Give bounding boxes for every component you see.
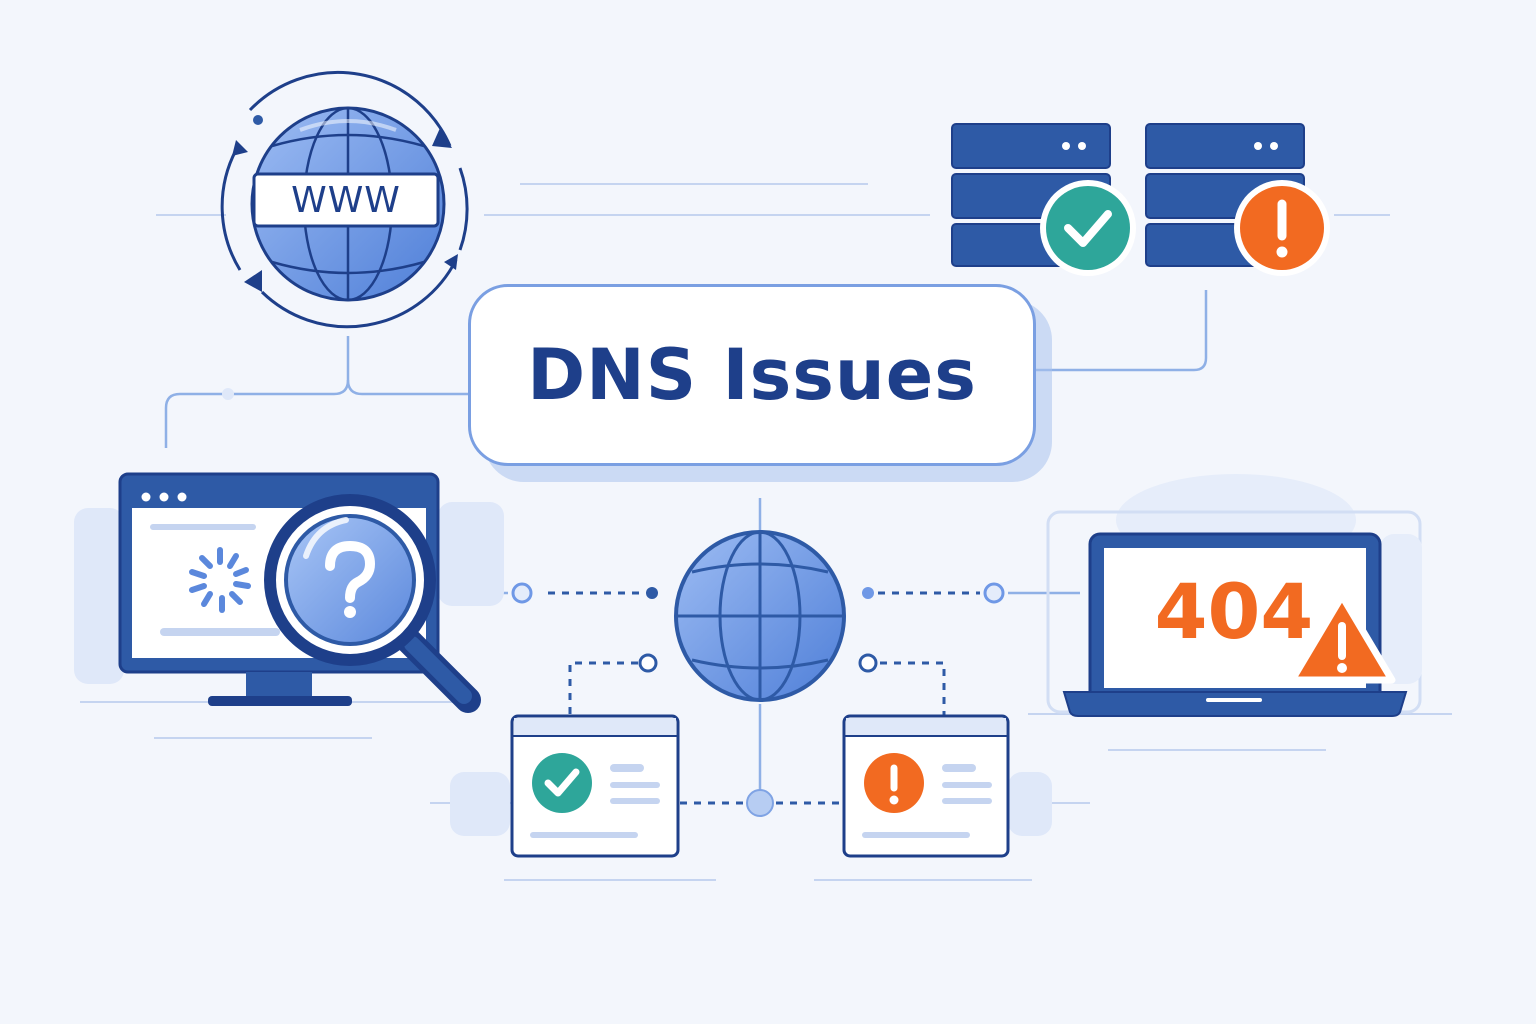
refresh-arrow-head — [232, 140, 248, 156]
window-ok-icon — [450, 714, 680, 858]
page-title: DNS Issues — [527, 334, 977, 416]
refresh-arrow-head — [444, 254, 458, 270]
window-warning-icon — [842, 714, 1052, 858]
dotted-connectors — [548, 591, 980, 805]
warning-triangle-icon — [1288, 592, 1396, 684]
connector-nodes — [222, 115, 1005, 817]
www-label: WWW — [291, 180, 401, 221]
magnifier-question-icon — [264, 494, 481, 713]
loading-spinner-icon — [189, 547, 251, 613]
error-code-text: 404 — [1155, 567, 1314, 656]
check-badge-icon — [1046, 186, 1130, 270]
network-globe-icon — [674, 530, 846, 702]
globe-www-icon: WWW — [220, 70, 469, 329]
title-card: DNS Issues — [468, 284, 1036, 466]
refresh-arrow-head — [432, 128, 452, 148]
refresh-arrow-head — [244, 270, 262, 292]
server-warning-icon — [1145, 123, 1330, 276]
server-ok-icon — [951, 123, 1136, 276]
